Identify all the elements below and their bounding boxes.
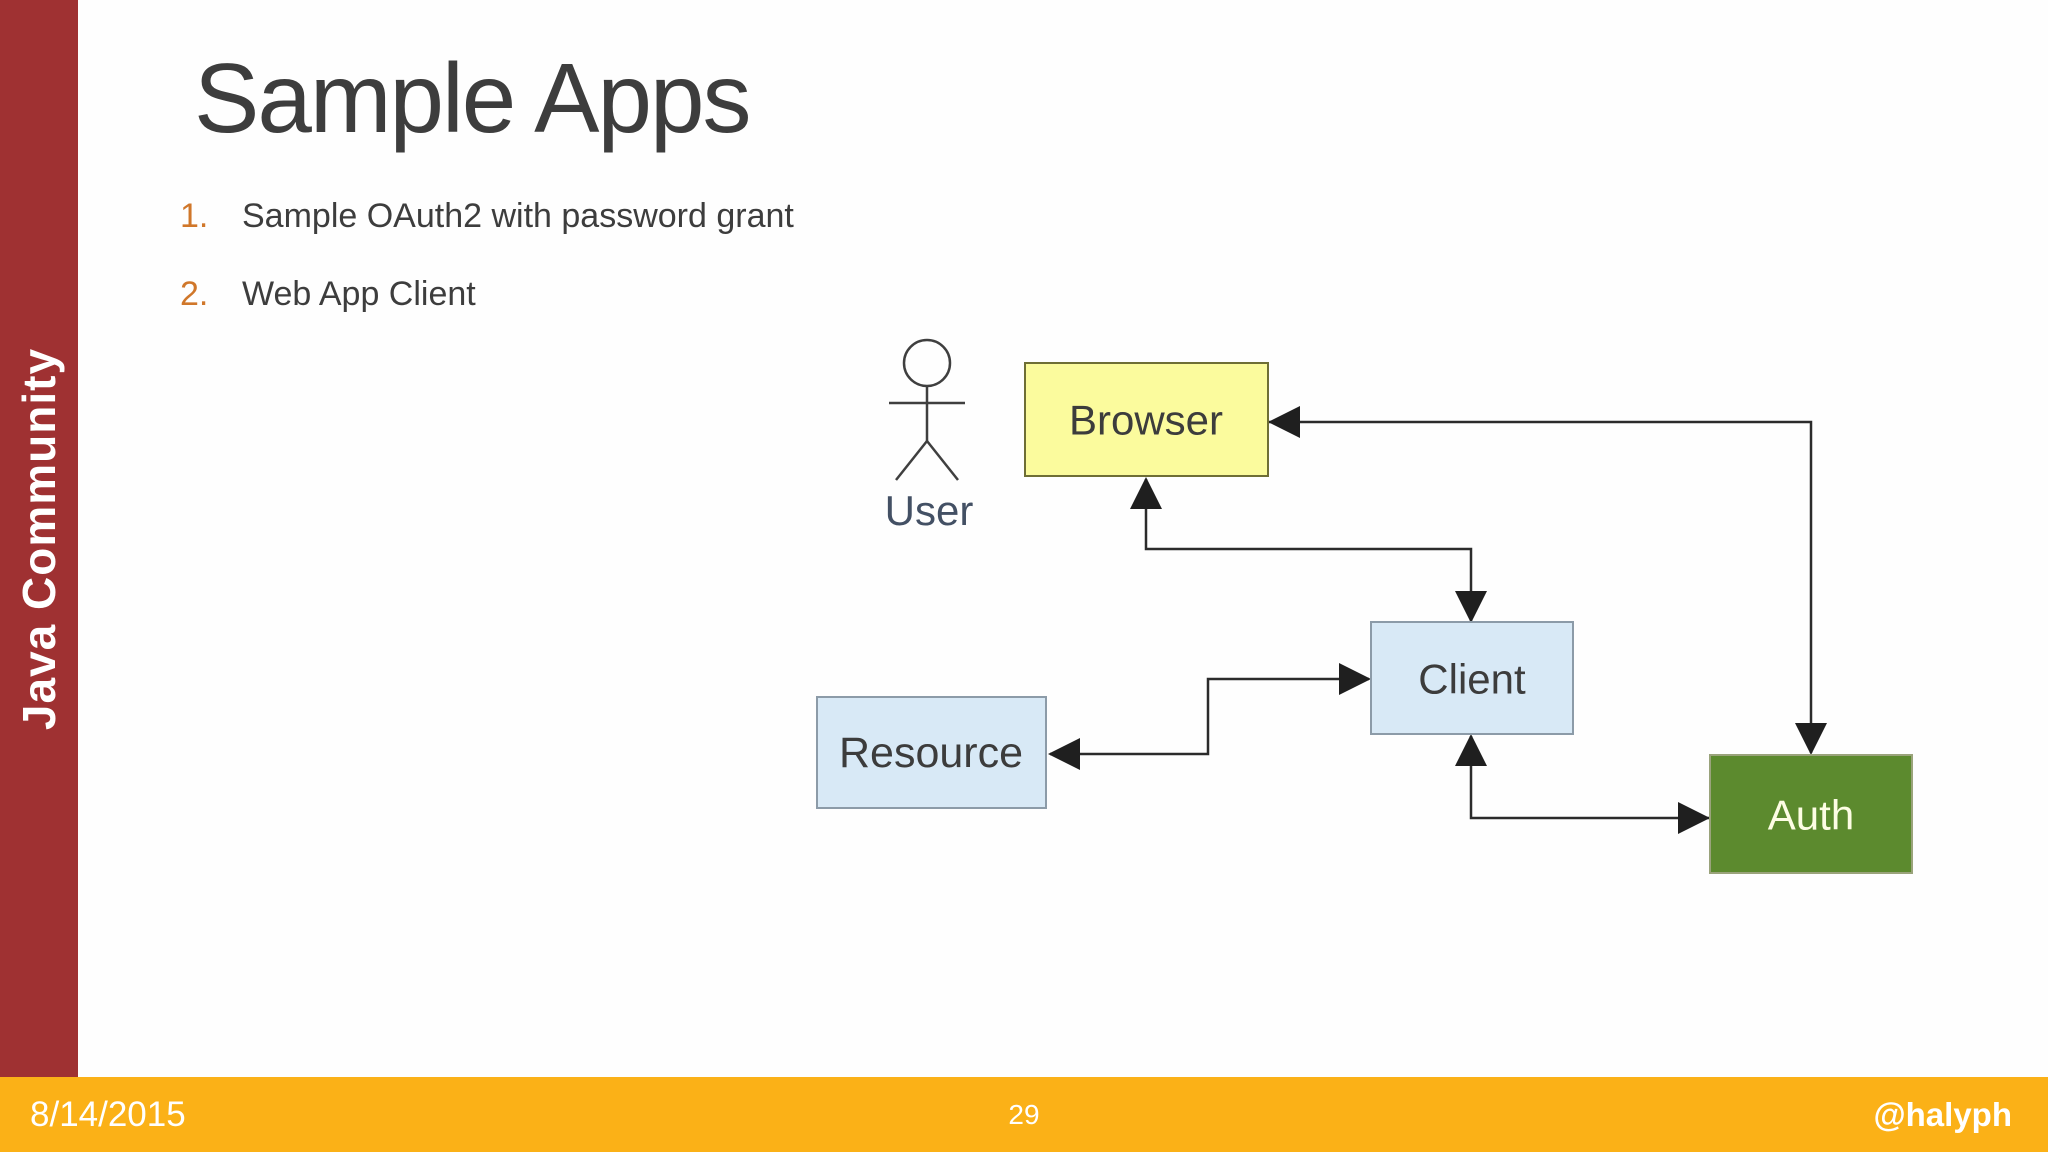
arrowhead-into-auth-top-icon [1795, 723, 1827, 755]
arrowhead-into-browser-right-icon [1268, 406, 1300, 438]
auth-node-label: Auth [1768, 792, 1854, 839]
footer-page-number: 29 [1008, 1098, 1040, 1130]
page-title: Sample Apps [194, 43, 751, 153]
list-item: 2. Web App Client [180, 274, 794, 314]
list-item-text: Sample OAuth2 with password grant [242, 197, 794, 235]
list-item-text: Web App Client [242, 275, 476, 313]
arrowhead-into-client-top-icon [1455, 591, 1487, 623]
list-item: 1. Sample OAuth2 with password grant [180, 196, 794, 236]
edge-browser-client-line [1144, 479, 1473, 621]
arrowhead-into-resource-right-icon [1048, 738, 1080, 770]
user-actor-icon [889, 338, 965, 481]
auth-node [1709, 754, 1913, 874]
user-actor-label: User [885, 487, 974, 534]
list-item-number: 2. [180, 275, 209, 313]
resource-node [816, 696, 1047, 809]
edge-resource-client-line [1050, 677, 1369, 756]
footer: 8/14/2015 29 @halyph [0, 1077, 2048, 1152]
sidebar: Java Community [0, 0, 78, 1077]
arrowhead-into-browser-bottom-icon [1130, 477, 1162, 509]
browser-node-label: Browser [1069, 397, 1223, 444]
browser-node [1024, 362, 1269, 477]
footer-handle: @halyph [1873, 1095, 2012, 1133]
bullet-list: 1. Sample OAuth2 with password grant 2. … [180, 196, 794, 352]
arrowhead-into-client-bottom-icon [1455, 734, 1487, 766]
resource-node-label: Resource [839, 729, 1023, 777]
list-item-number: 1. [180, 197, 209, 235]
client-node [1370, 621, 1574, 735]
edge-client-auth-line [1469, 736, 1710, 820]
arrowhead-into-client-left-icon [1339, 663, 1371, 695]
arrowhead-into-auth-left-icon [1678, 802, 1710, 834]
client-node-label: Client [1418, 656, 1526, 703]
footer-date: 8/14/2015 [30, 1094, 186, 1134]
edge-auth-browser-line [1268, 420, 1813, 753]
